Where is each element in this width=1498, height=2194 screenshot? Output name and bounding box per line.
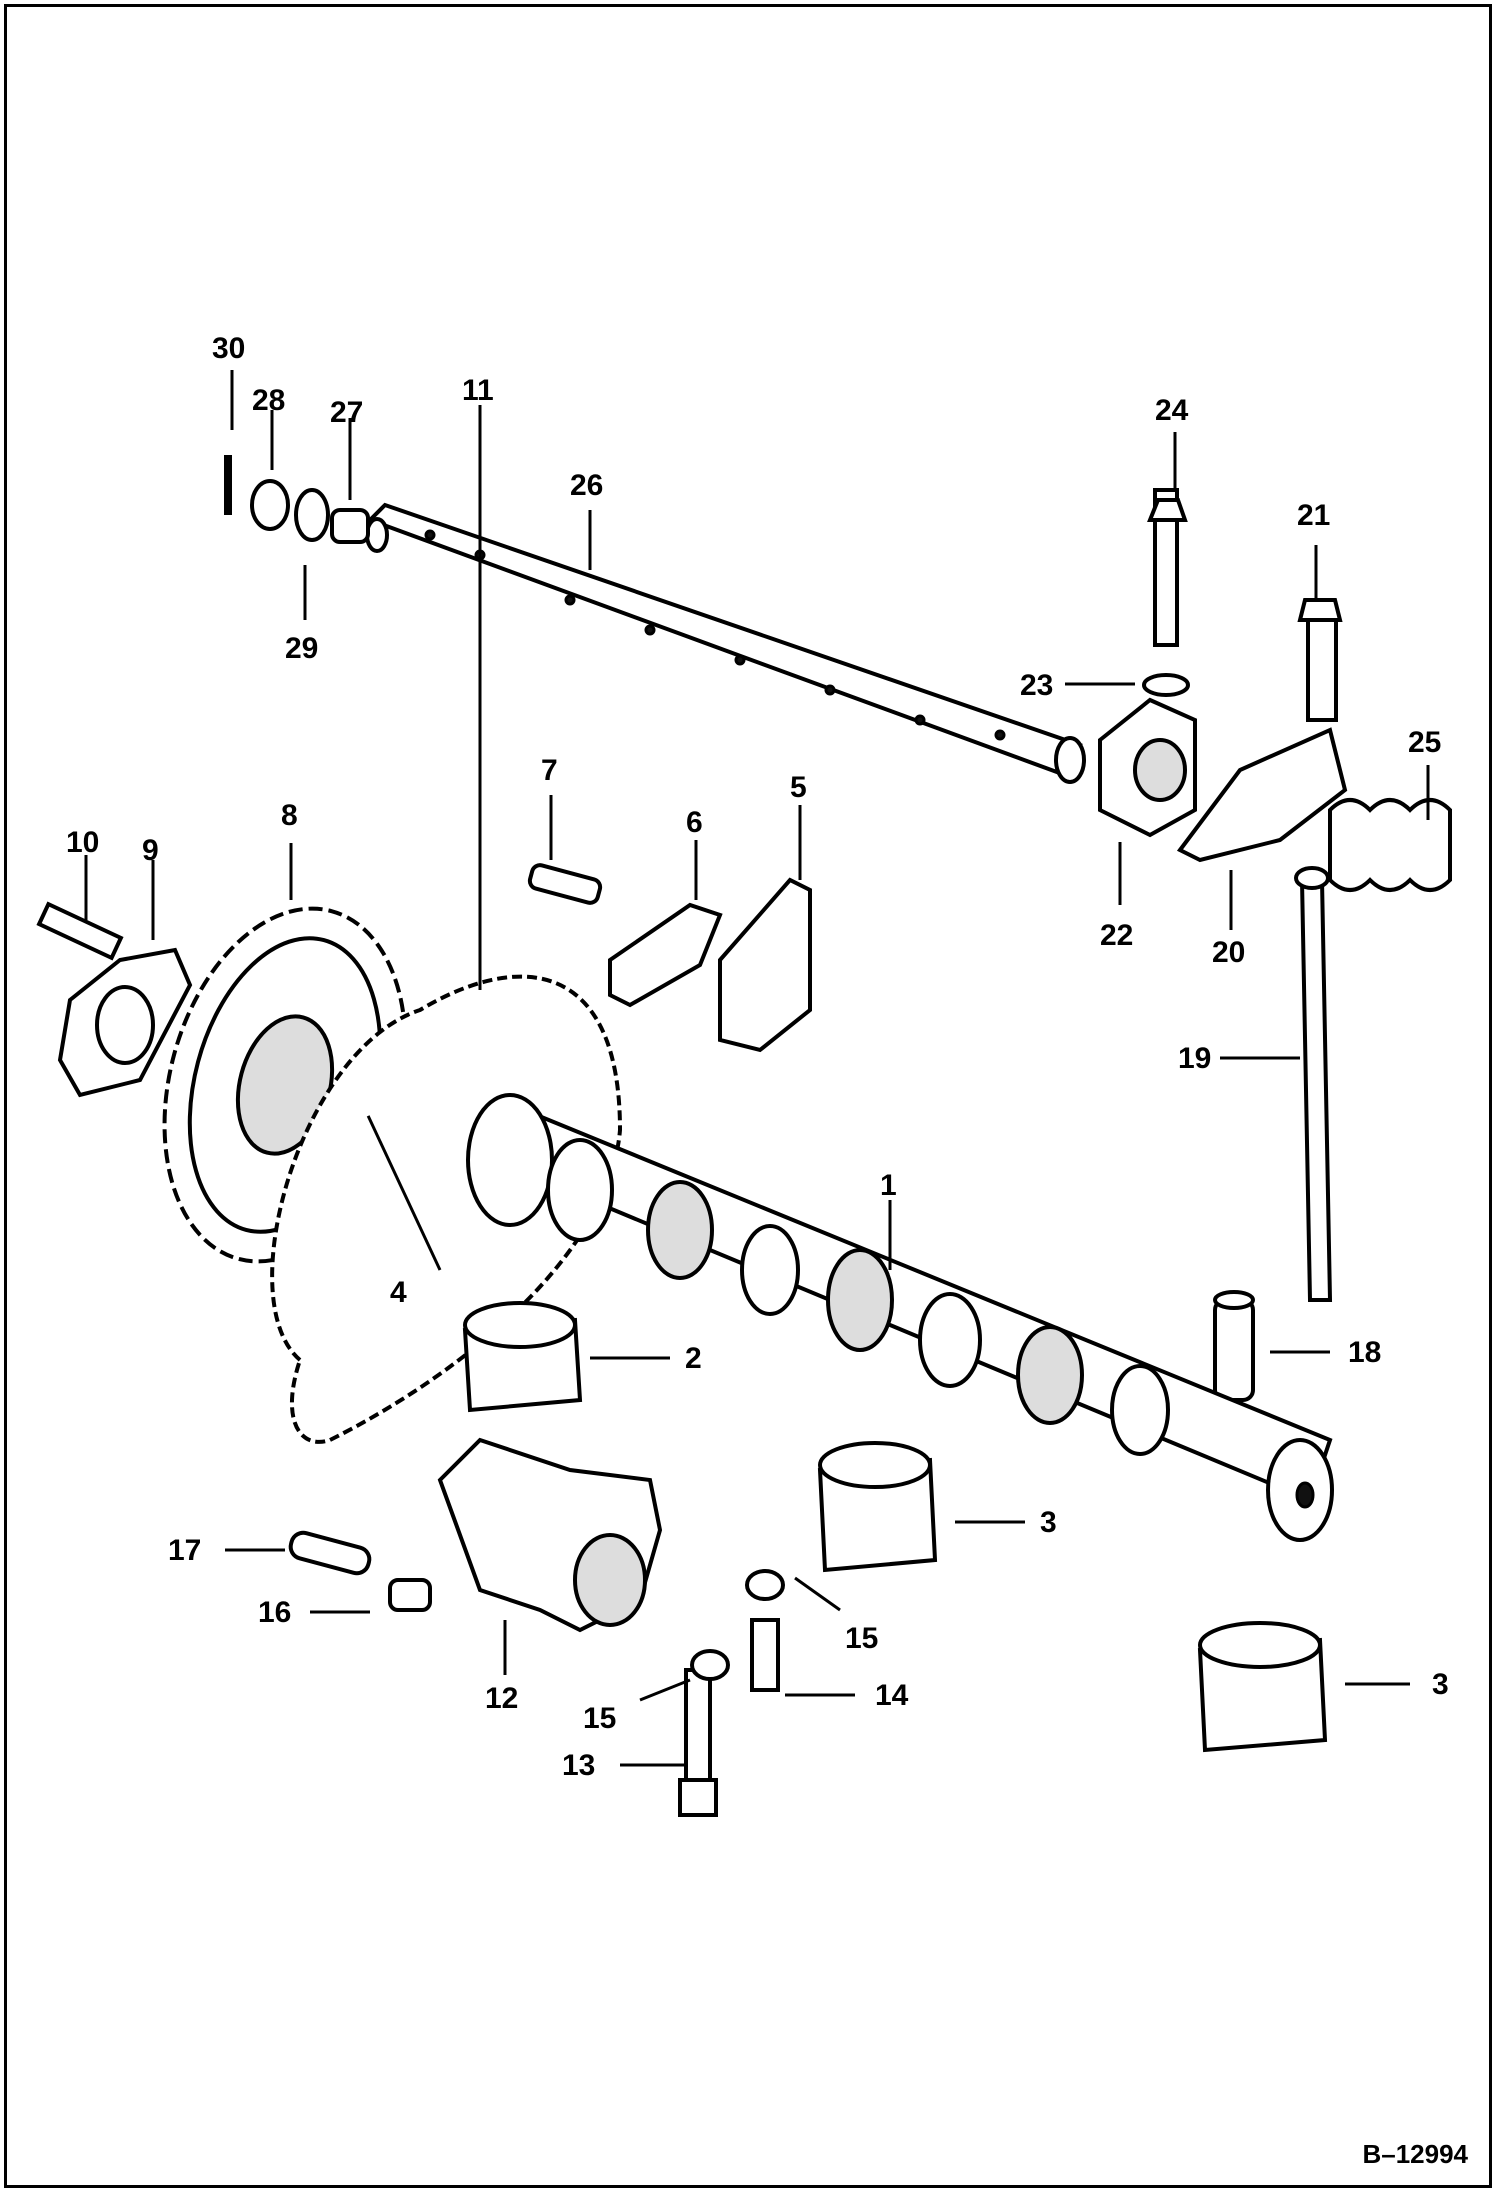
callout-13: 13	[562, 1749, 595, 1782]
callout-29: 29	[285, 632, 318, 665]
callout-20: 20	[1212, 936, 1245, 969]
callout-1: 1	[880, 1169, 897, 1202]
callout-10: 10	[66, 826, 99, 859]
callout-15b: 15	[583, 1702, 616, 1735]
callout-4: 4	[390, 1276, 407, 1309]
callout-14: 14	[875, 1679, 909, 1712]
callout-9: 9	[142, 834, 159, 867]
camshaft-part	[466, 1093, 1334, 1542]
bearing-parts	[462, 1301, 1328, 1753]
callout-3a: 3	[1040, 1506, 1057, 1539]
callout-21: 21	[1297, 499, 1330, 532]
callout-6: 6	[686, 806, 703, 839]
callout-26: 26	[570, 469, 603, 502]
push-rod-part	[1294, 866, 1333, 1302]
rocker-support-part	[1098, 488, 1197, 838]
callout-16: 16	[258, 1596, 291, 1629]
callout-28: 28	[252, 384, 285, 417]
valve-spring-part	[1328, 798, 1452, 892]
thrust-plate-parts	[527, 863, 812, 1053]
callout-5: 5	[790, 771, 807, 804]
gasket-part	[36, 901, 193, 1098]
diagram-frame	[4, 4, 1492, 2188]
callout-19: 19	[1178, 1042, 1211, 1075]
callout-2: 2	[685, 1342, 702, 1375]
rocker-arm-part	[1176, 598, 1348, 863]
callout-18: 18	[1348, 1336, 1381, 1369]
callout-3b: 3	[1432, 1668, 1449, 1701]
callout-23: 23	[1020, 669, 1053, 702]
callouts: 1 2 3 3 4 5 6 7 8 9 10 11 12 13 14 15 15…	[66, 332, 1449, 1782]
reference-number: B–12994	[1362, 2139, 1468, 2169]
callout-11: 11	[462, 374, 494, 407]
tappet-part	[1213, 1290, 1255, 1402]
callout-12: 12	[485, 1682, 518, 1715]
callout-27: 27	[330, 396, 363, 429]
callout-30: 30	[212, 332, 245, 365]
shaft-end-parts	[224, 455, 370, 544]
callout-22: 22	[1100, 919, 1133, 952]
callout-7: 7	[541, 754, 558, 787]
callout-17: 17	[168, 1534, 201, 1567]
rocker-shaft-part	[365, 502, 1086, 784]
callout-15a: 15	[845, 1622, 878, 1655]
callout-25: 25	[1408, 726, 1441, 759]
callout-8: 8	[281, 799, 298, 832]
leader-lines	[84, 370, 1430, 1767]
timing-chain-part	[270, 974, 623, 1444]
oil-pump-parts	[288, 1437, 785, 1817]
callout-24: 24	[1155, 394, 1189, 427]
